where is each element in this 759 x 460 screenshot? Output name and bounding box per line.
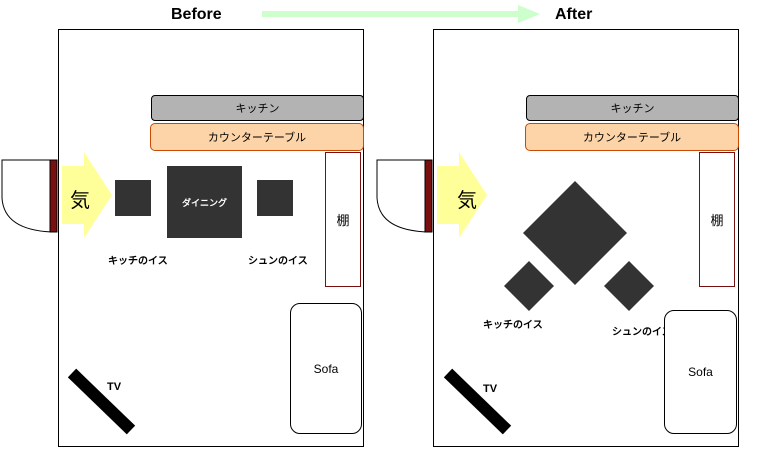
after-kitchi-chair	[504, 261, 554, 311]
before-panel: 気 キッチン カウンターテーブル 棚 ダイニング キッチのイス シュンのイス S…	[0, 0, 380, 449]
after-dining-table	[523, 181, 627, 285]
transition-arrow-shape	[262, 5, 540, 23]
tv-shape	[67, 368, 136, 435]
after-furniture	[443, 181, 654, 435]
ki-arrow-shape	[437, 152, 487, 238]
before-sofa: Sofa	[290, 303, 362, 434]
before-tv-label: TV	[107, 381, 122, 393]
after-door	[376, 159, 433, 233]
after-tv	[443, 368, 512, 435]
before-door	[1, 159, 58, 233]
before-shun-chair-label: シュンのイス	[248, 256, 308, 267]
before-ki-label: 気	[70, 188, 90, 212]
after-kitchen-counter: キッチン	[526, 95, 739, 121]
after-ki-label: 気	[457, 188, 477, 212]
door-swing	[1, 159, 53, 233]
before-dining-table: ダイニング	[167, 166, 242, 238]
transition-arrow	[262, 5, 540, 23]
after-shelf: 棚	[699, 152, 735, 287]
after-kitchi-chair-label: キッチのイス	[483, 320, 543, 331]
before-kitchen-counter: キッチン	[151, 95, 364, 121]
before-shelf: 棚	[325, 152, 361, 287]
door-swing	[376, 159, 428, 233]
before-heading: Before	[171, 6, 222, 23]
door-frame	[49, 159, 58, 233]
after-ki-arrow	[437, 152, 487, 238]
after-tv-label: TV	[483, 383, 498, 395]
before-ki-arrow	[62, 152, 112, 238]
before-kitchi-chair	[115, 180, 151, 216]
after-shun-chair-label: シュンのイス	[612, 327, 672, 338]
before-kitchi-chair-label: キッチのイス	[108, 256, 168, 267]
after-shun-chair	[604, 261, 654, 311]
door-frame	[424, 159, 433, 233]
ki-arrow-shape	[62, 152, 112, 238]
after-panel: 気 キッチン カウンターテーブル 棚 キッチのイス シュンのイス Sofa TV	[376, 29, 739, 447]
before-tv	[67, 368, 136, 435]
before-shun-chair	[257, 180, 293, 216]
after-heading: After	[555, 6, 593, 23]
after-counter-table: カウンターテーブル	[525, 123, 739, 151]
after-sofa: Sofa	[664, 310, 737, 434]
before-counter-table: カウンターテーブル	[150, 123, 364, 151]
